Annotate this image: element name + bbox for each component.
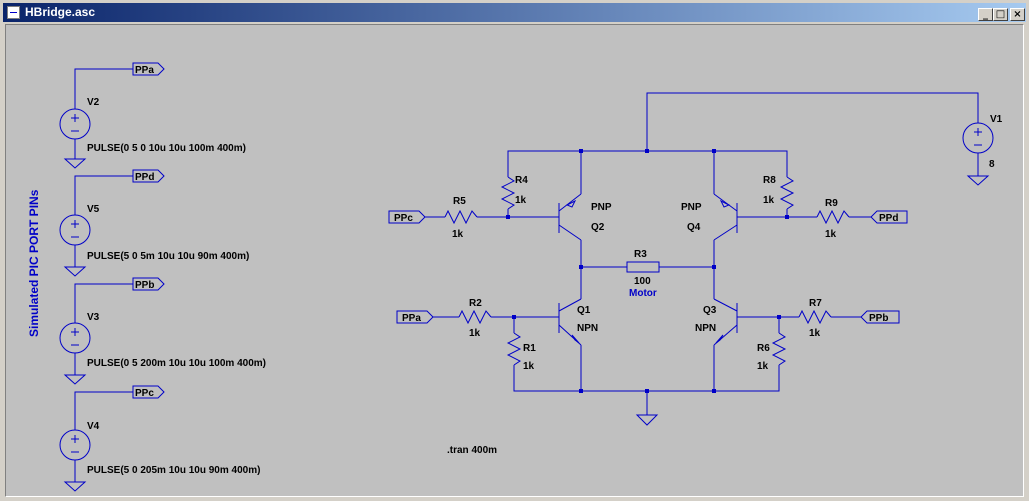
schematic-document-icon: [7, 6, 20, 19]
v3-value: PULSE(0 5 200m 10u 10u 100m 400m): [87, 358, 266, 369]
port-flag-ppb-bridge[interactable]: [860, 310, 900, 324]
motor-resistor-r3[interactable]: [626, 261, 660, 273]
port-flag-ppd-bridge[interactable]: [870, 210, 908, 224]
ground-symbol-main[interactable]: [635, 414, 659, 426]
r6-value: 1k: [757, 361, 769, 372]
r8-name: R8: [763, 175, 776, 186]
window-title: HBridge.asc: [25, 5, 96, 19]
r4-name: R4: [515, 175, 528, 186]
port-flag-ppc-left[interactable]: [132, 385, 165, 399]
q2-name: Q2: [591, 222, 605, 233]
transistor-q1[interactable]: [558, 298, 582, 346]
q3-name: Q3: [703, 305, 717, 316]
q1-type: NPN: [577, 323, 598, 334]
r3-name: R3: [634, 249, 647, 260]
r5-name: R5: [453, 196, 466, 207]
r1-name: R1: [523, 343, 536, 354]
v3-port-label: PPb: [135, 280, 154, 291]
resistor-r1[interactable]: [506, 332, 522, 366]
v2-value: PULSE(0 5 0 10u 10u 100m 400m): [87, 143, 246, 154]
v5-value: PULSE(5 0 5m 10u 10u 90m 400m): [87, 251, 249, 262]
q3-type: NPN: [695, 323, 716, 334]
v4-value: PULSE(5 0 205m 10u 10u 90m 400m): [87, 465, 260, 476]
top-rail-wire[interactable]: [507, 150, 788, 177]
v1-value: 8: [989, 159, 995, 170]
close-button[interactable]: ×: [1010, 8, 1025, 21]
r1-value: 1k: [523, 361, 535, 372]
port-ppd-bridge-label: PPd: [879, 213, 898, 224]
v3-name: V3: [87, 312, 100, 323]
resistor-r5[interactable]: [444, 209, 478, 225]
port-ppc-bridge-label: PPc: [394, 213, 413, 224]
r3-value: 100: [634, 276, 651, 287]
title-bar[interactable]: HBridge.asc _ □ ×: [3, 3, 1026, 22]
r3-motor-label: Motor: [629, 288, 657, 299]
q2-type: PNP: [591, 202, 612, 213]
q1-name: Q1: [577, 305, 591, 316]
bottom-rail-wire[interactable]: [513, 365, 780, 392]
resistor-r6[interactable]: [771, 332, 787, 366]
v4-port-label: PPc: [135, 388, 154, 399]
port-flag-ppd-left[interactable]: [132, 169, 165, 183]
q4-type: PNP: [681, 202, 702, 213]
r7-name: R7: [809, 298, 822, 309]
port-flag-ppc-bridge[interactable]: [388, 210, 426, 224]
port-flag-ppa-bridge[interactable]: [396, 310, 434, 324]
r2-name: R2: [469, 298, 482, 309]
schematic-drawing[interactable]: Simulated PIC PORT PINs V2 PPa PULSE(0 5…: [6, 25, 1024, 497]
port-flag-ppa-top[interactable]: [132, 62, 165, 76]
resistor-r9[interactable]: [816, 209, 850, 225]
resistor-r2[interactable]: [458, 309, 492, 325]
side-label: Simulated PIC PORT PINs: [27, 189, 41, 337]
voltage-source-v5[interactable]: [59, 175, 133, 277]
port-ppa-bridge-label: PPa: [402, 313, 421, 324]
resistor-r7[interactable]: [798, 309, 832, 325]
v4-name: V4: [87, 421, 100, 432]
v1-name: V1: [990, 114, 1003, 125]
r8-value: 1k: [763, 195, 775, 206]
port-ppb-bridge-label: PPb: [869, 313, 888, 324]
r5-value: 1k: [452, 229, 464, 240]
voltage-source-v3[interactable]: [59, 283, 133, 385]
transistor-q2[interactable]: [558, 193, 582, 241]
resistor-r4[interactable]: [500, 176, 516, 210]
spice-directive[interactable]: .tran 400m: [447, 445, 497, 456]
transistor-q3[interactable]: [713, 298, 738, 346]
q4-name: Q4: [687, 222, 701, 233]
resistor-r8[interactable]: [779, 176, 795, 210]
r9-name: R9: [825, 198, 838, 209]
supply-source-v1[interactable]: [646, 92, 994, 186]
r6-name: R6: [757, 343, 770, 354]
minimize-button[interactable]: _: [978, 8, 993, 21]
r7-value: 1k: [809, 328, 821, 339]
v5-name: V5: [87, 204, 100, 215]
r2-value: 1k: [469, 328, 481, 339]
v2-port-label: PPa: [135, 65, 154, 76]
port-flag-ppb-left[interactable]: [132, 277, 165, 291]
voltage-source-v2[interactable]: [59, 68, 133, 169]
schematic-canvas[interactable]: Simulated PIC PORT PINs V2 PPa PULSE(0 5…: [5, 24, 1024, 497]
v5-port-label: PPd: [135, 172, 154, 183]
maximize-button[interactable]: □: [993, 8, 1008, 21]
voltage-source-v4[interactable]: [59, 391, 133, 492]
r9-value: 1k: [825, 229, 837, 240]
v2-name: V2: [87, 97, 100, 108]
transistor-q4[interactable]: [713, 193, 738, 241]
r4-value: 1k: [515, 195, 527, 206]
